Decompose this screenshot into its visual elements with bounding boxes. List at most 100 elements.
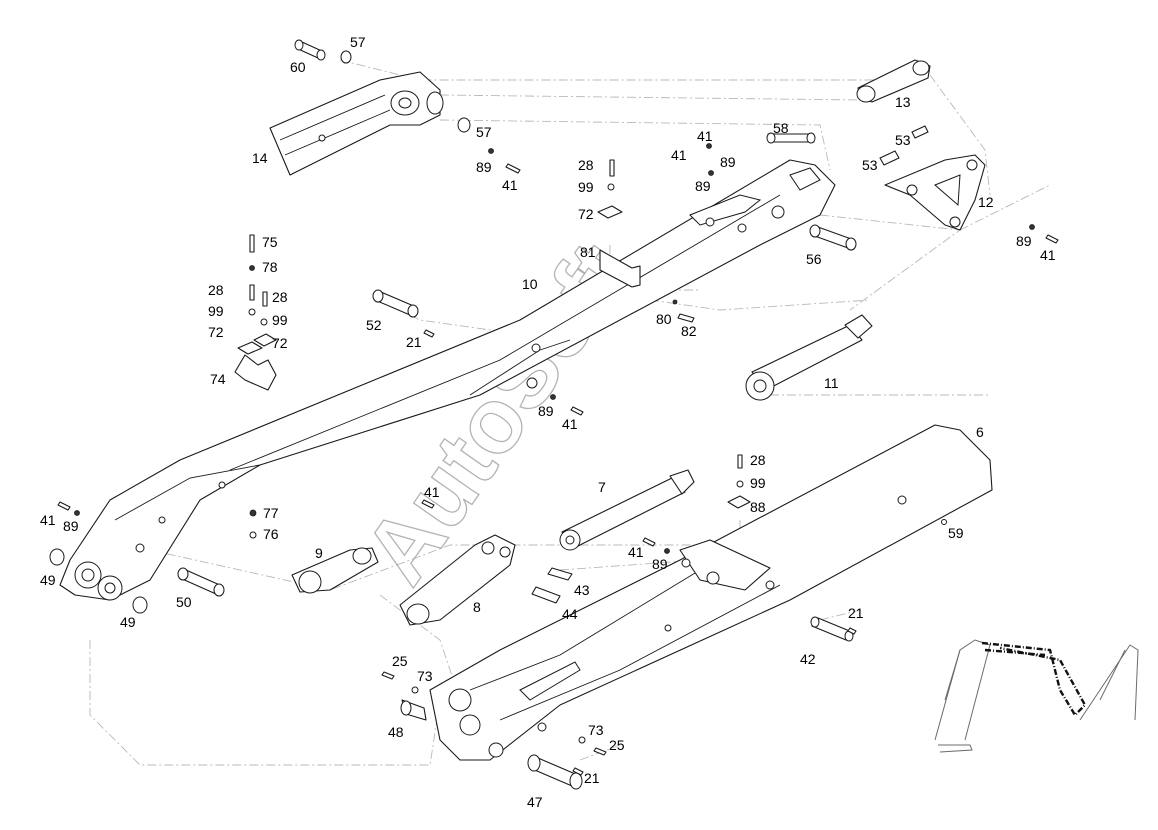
label-25-right: 25 — [609, 737, 625, 753]
part-12-bracket — [884, 154, 986, 231]
part-74-clamp — [234, 234, 277, 539]
label-41-center: 41 — [424, 484, 440, 500]
label-21-upper: 21 — [406, 334, 422, 350]
label-21-bottom: 21 — [584, 770, 600, 786]
label-99-lower: 99 — [750, 475, 766, 491]
pin-47 — [527, 754, 583, 790]
label-50: 50 — [176, 594, 192, 610]
label-52: 52 — [366, 317, 382, 333]
label-28-center: 28 — [578, 157, 594, 173]
label-89-upper-b: 89 — [695, 178, 711, 194]
label-77: 77 — [263, 505, 279, 521]
nut-89-lower — [664, 548, 670, 554]
washer-99-lower — [736, 480, 744, 488]
label-60: 60 — [290, 59, 306, 75]
washer-73-right — [578, 736, 586, 744]
label-88: 88 — [750, 499, 766, 515]
pin-43 — [547, 567, 573, 581]
label-28-right: 28 — [272, 289, 288, 305]
label-72-right: 72 — [272, 335, 288, 351]
bolt-41-mid — [570, 406, 584, 416]
label-99-right: 99 — [272, 312, 288, 328]
label-49-bottom: 49 — [120, 614, 136, 630]
washer-73-left — [411, 686, 419, 694]
label-10: 10 — [522, 276, 538, 292]
label-21-right: 21 — [848, 605, 864, 621]
label-41-lower: 41 — [628, 544, 644, 560]
part-13-link — [856, 59, 931, 103]
pin-58 — [766, 132, 816, 144]
label-73-left: 73 — [417, 668, 433, 684]
pin-52 — [372, 289, 419, 318]
label-89-lower: 89 — [652, 556, 668, 572]
nut-89-left — [74, 510, 80, 516]
label-43: 43 — [574, 582, 590, 598]
label-11: 11 — [824, 375, 839, 391]
label-72-left: 72 — [208, 324, 224, 340]
label-89-mid: 89 — [538, 403, 554, 419]
washer-49-left — [49, 548, 65, 566]
pin-42 — [810, 616, 854, 642]
pin-53-lower — [879, 150, 900, 166]
pin-50 — [177, 567, 225, 597]
pin-48 — [400, 699, 427, 721]
washer-49-bottom — [132, 596, 148, 614]
label-41-upper-b: 41 — [671, 147, 687, 163]
label-57-top: 57 — [350, 34, 366, 50]
label-53-upper: 53 — [895, 132, 911, 148]
part-9-link — [291, 547, 379, 594]
part-80-ball — [672, 299, 678, 305]
overview-sketch — [934, 639, 1139, 753]
bracket-81 — [599, 249, 641, 288]
bolt-28-center — [609, 159, 615, 177]
bolt-21-right — [847, 627, 857, 635]
label-41-left: 41 — [40, 512, 56, 528]
label-53-lower: 53 — [862, 157, 878, 173]
nut-89-upper-a — [706, 143, 712, 149]
pin-53-upper — [911, 125, 929, 139]
bolt-21-upper — [423, 329, 435, 338]
label-78: 78 — [262, 259, 278, 275]
part-6-lower-boom — [429, 424, 993, 761]
label-99-center: 99 — [578, 179, 594, 195]
label-80: 80 — [656, 311, 672, 327]
bolt-41-top — [505, 163, 521, 174]
bolt-25-left — [381, 671, 395, 680]
label-76: 76 — [263, 526, 279, 542]
label-89-right: 89 — [1016, 233, 1032, 249]
label-41-mid: 41 — [562, 416, 578, 432]
label-25-left: 25 — [392, 653, 408, 669]
plate-88 — [727, 495, 751, 509]
bolt-21-bottom — [572, 767, 584, 776]
nut-89-top — [488, 148, 494, 154]
bolt-82 — [677, 313, 695, 323]
washer-99-center — [607, 183, 615, 191]
label-72-center: 72 — [578, 206, 594, 222]
label-74: 74 — [210, 371, 226, 387]
label-8: 8 — [473, 599, 481, 615]
bolt-41-center — [421, 499, 435, 509]
pin-60 — [294, 39, 326, 61]
pin-56 — [809, 224, 857, 251]
washer-57-top — [340, 50, 352, 64]
part-14-boom-head — [269, 71, 444, 176]
part-11-cylinder — [745, 314, 873, 401]
label-9: 9 — [315, 545, 323, 561]
label-41-right: 41 — [1040, 247, 1056, 263]
bolt-41-right — [1045, 234, 1059, 244]
label-7: 7 — [598, 479, 606, 495]
label-44: 44 — [562, 606, 578, 622]
label-41-top: 41 — [502, 177, 518, 193]
label-89-left: 89 — [63, 518, 79, 534]
label-48: 48 — [388, 724, 404, 740]
label-75: 75 — [262, 234, 278, 250]
label-47: 47 — [527, 794, 543, 810]
label-49-left: 49 — [40, 572, 56, 588]
label-13: 13 — [895, 94, 911, 110]
label-28-left: 28 — [208, 282, 224, 298]
label-59: 59 — [948, 525, 964, 541]
bolt-28-lower — [737, 454, 743, 469]
label-28-lower: 28 — [750, 452, 766, 468]
